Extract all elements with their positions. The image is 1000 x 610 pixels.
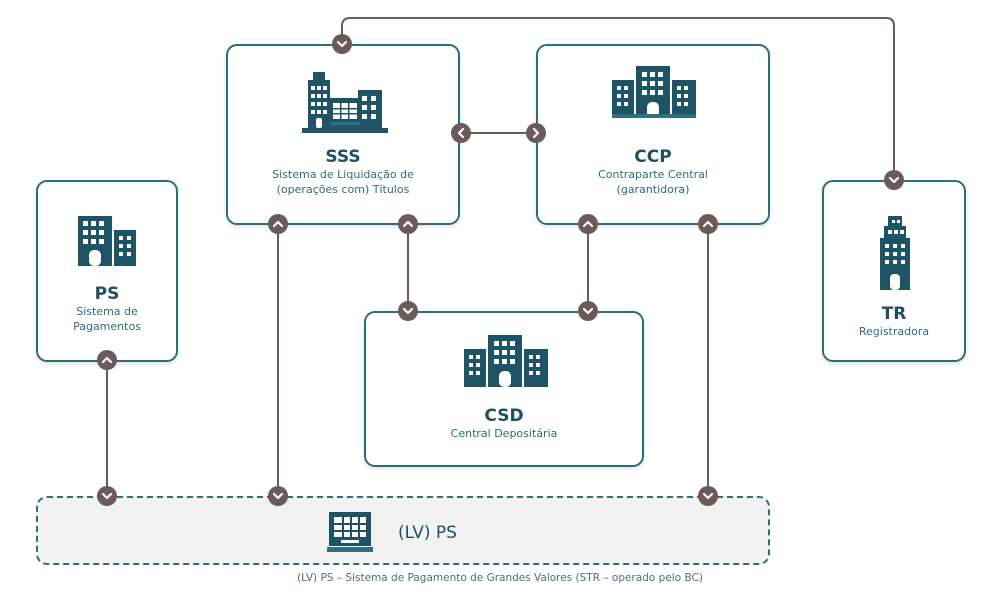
chevron-down-icon [696,484,720,508]
lv-ps-node: (LV) PS [36,496,770,565]
ccp-node: CCP Contraparte Central (garantidora) [536,44,770,225]
chevron-up-icon [266,212,290,236]
chevron-down-icon [266,484,290,508]
tr-title: TR [881,304,907,324]
sss-description-line-2: (operações com) Títulos [276,183,410,196]
connector-tr-sss [341,17,895,180]
chevron-right-icon [524,121,548,145]
tower-icon [880,216,910,290]
complex-buildings-icon [302,72,388,133]
sss-title: SSS [325,147,361,167]
chevron-up-icon [696,212,720,236]
chevron-down-icon [95,484,119,508]
ps-title: PS [94,284,120,304]
lv-ps-title: (LV) PS [398,523,457,543]
footnote: (LV) PS – Sistema de Pagamento de Grande… [297,572,703,584]
chevron-down-icon [576,299,600,323]
chevron-down-icon [882,168,906,192]
chevron-up-icon [396,212,420,236]
ps-description-line-2: Pagamentos [73,320,141,333]
ps-description-line-1: Sistema de [76,305,138,318]
csd-title: CSD [484,406,524,426]
chevron-left-icon [449,121,473,145]
chevron-down-icon [330,32,354,56]
ccp-title: CCP [634,147,672,167]
ccp-description-line-1: Contraparte Central [598,168,708,181]
tr-description-line-1: Registradora [858,325,930,338]
chevron-up-icon [576,212,600,236]
buildings-cluster-icon [464,335,548,387]
csd-description-line-1: Central Depositária [450,427,558,440]
sss-description-line-1: Sistema de Liquidação de [272,168,414,181]
two-buildings-icon [78,216,136,266]
bank-building-icon [327,512,373,552]
chevron-up-icon [95,348,119,372]
buildings-cluster-icon [612,66,696,118]
chevron-down-icon [396,299,420,323]
csd-node: CSD Central Depositária [364,311,644,467]
ccp-description-line-2: (garantidora) [616,183,690,196]
ps-node: PS Sistema de Pagamentos [36,180,178,362]
